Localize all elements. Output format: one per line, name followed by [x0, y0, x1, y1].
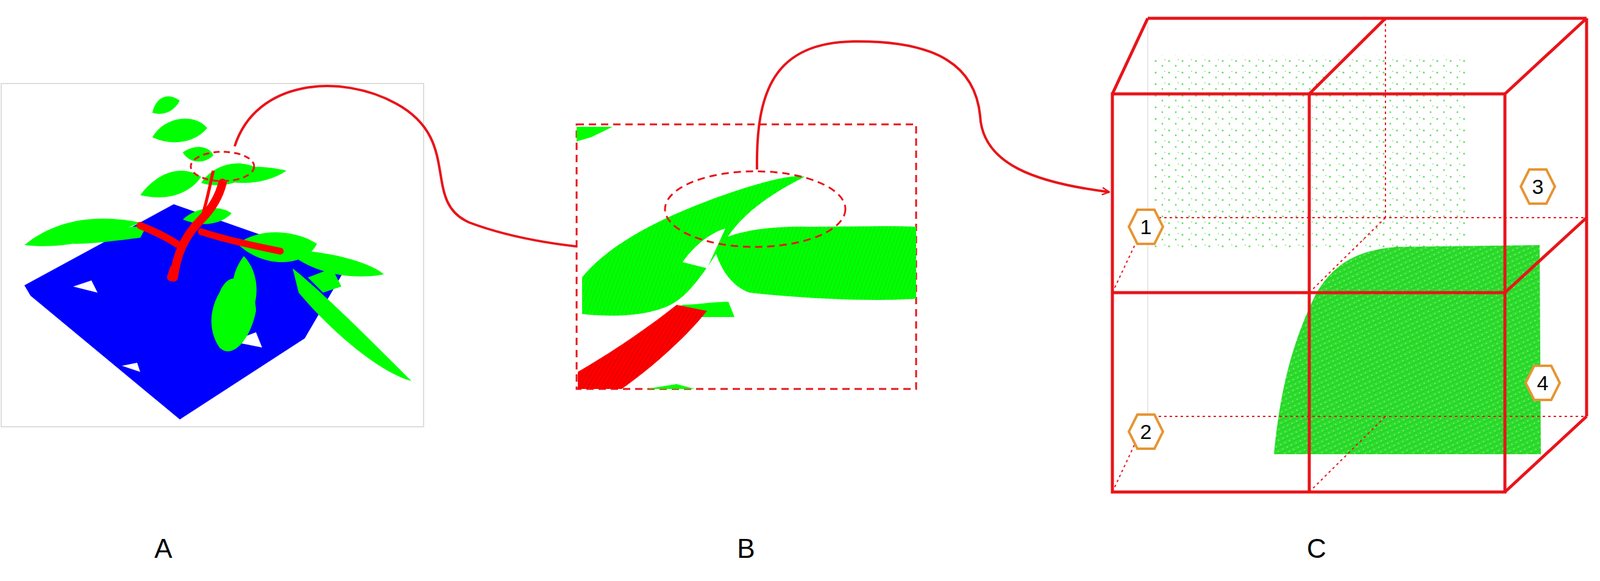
callout-hexagon: 3: [1518, 167, 1558, 207]
callout-hexagon: 1: [1126, 207, 1166, 247]
panel-label: A: [154, 535, 172, 562]
panel-label: C: [1306, 535, 1327, 562]
panel-label: B: [736, 535, 755, 562]
callout-number: 1: [1140, 216, 1152, 238]
callout-number: 4: [1537, 372, 1549, 394]
callout-hexagon: 4: [1523, 363, 1563, 403]
callout-hexagon: 2: [1126, 412, 1166, 452]
callout-number: 2: [1140, 421, 1152, 442]
callout-number: 3: [1532, 176, 1544, 197]
